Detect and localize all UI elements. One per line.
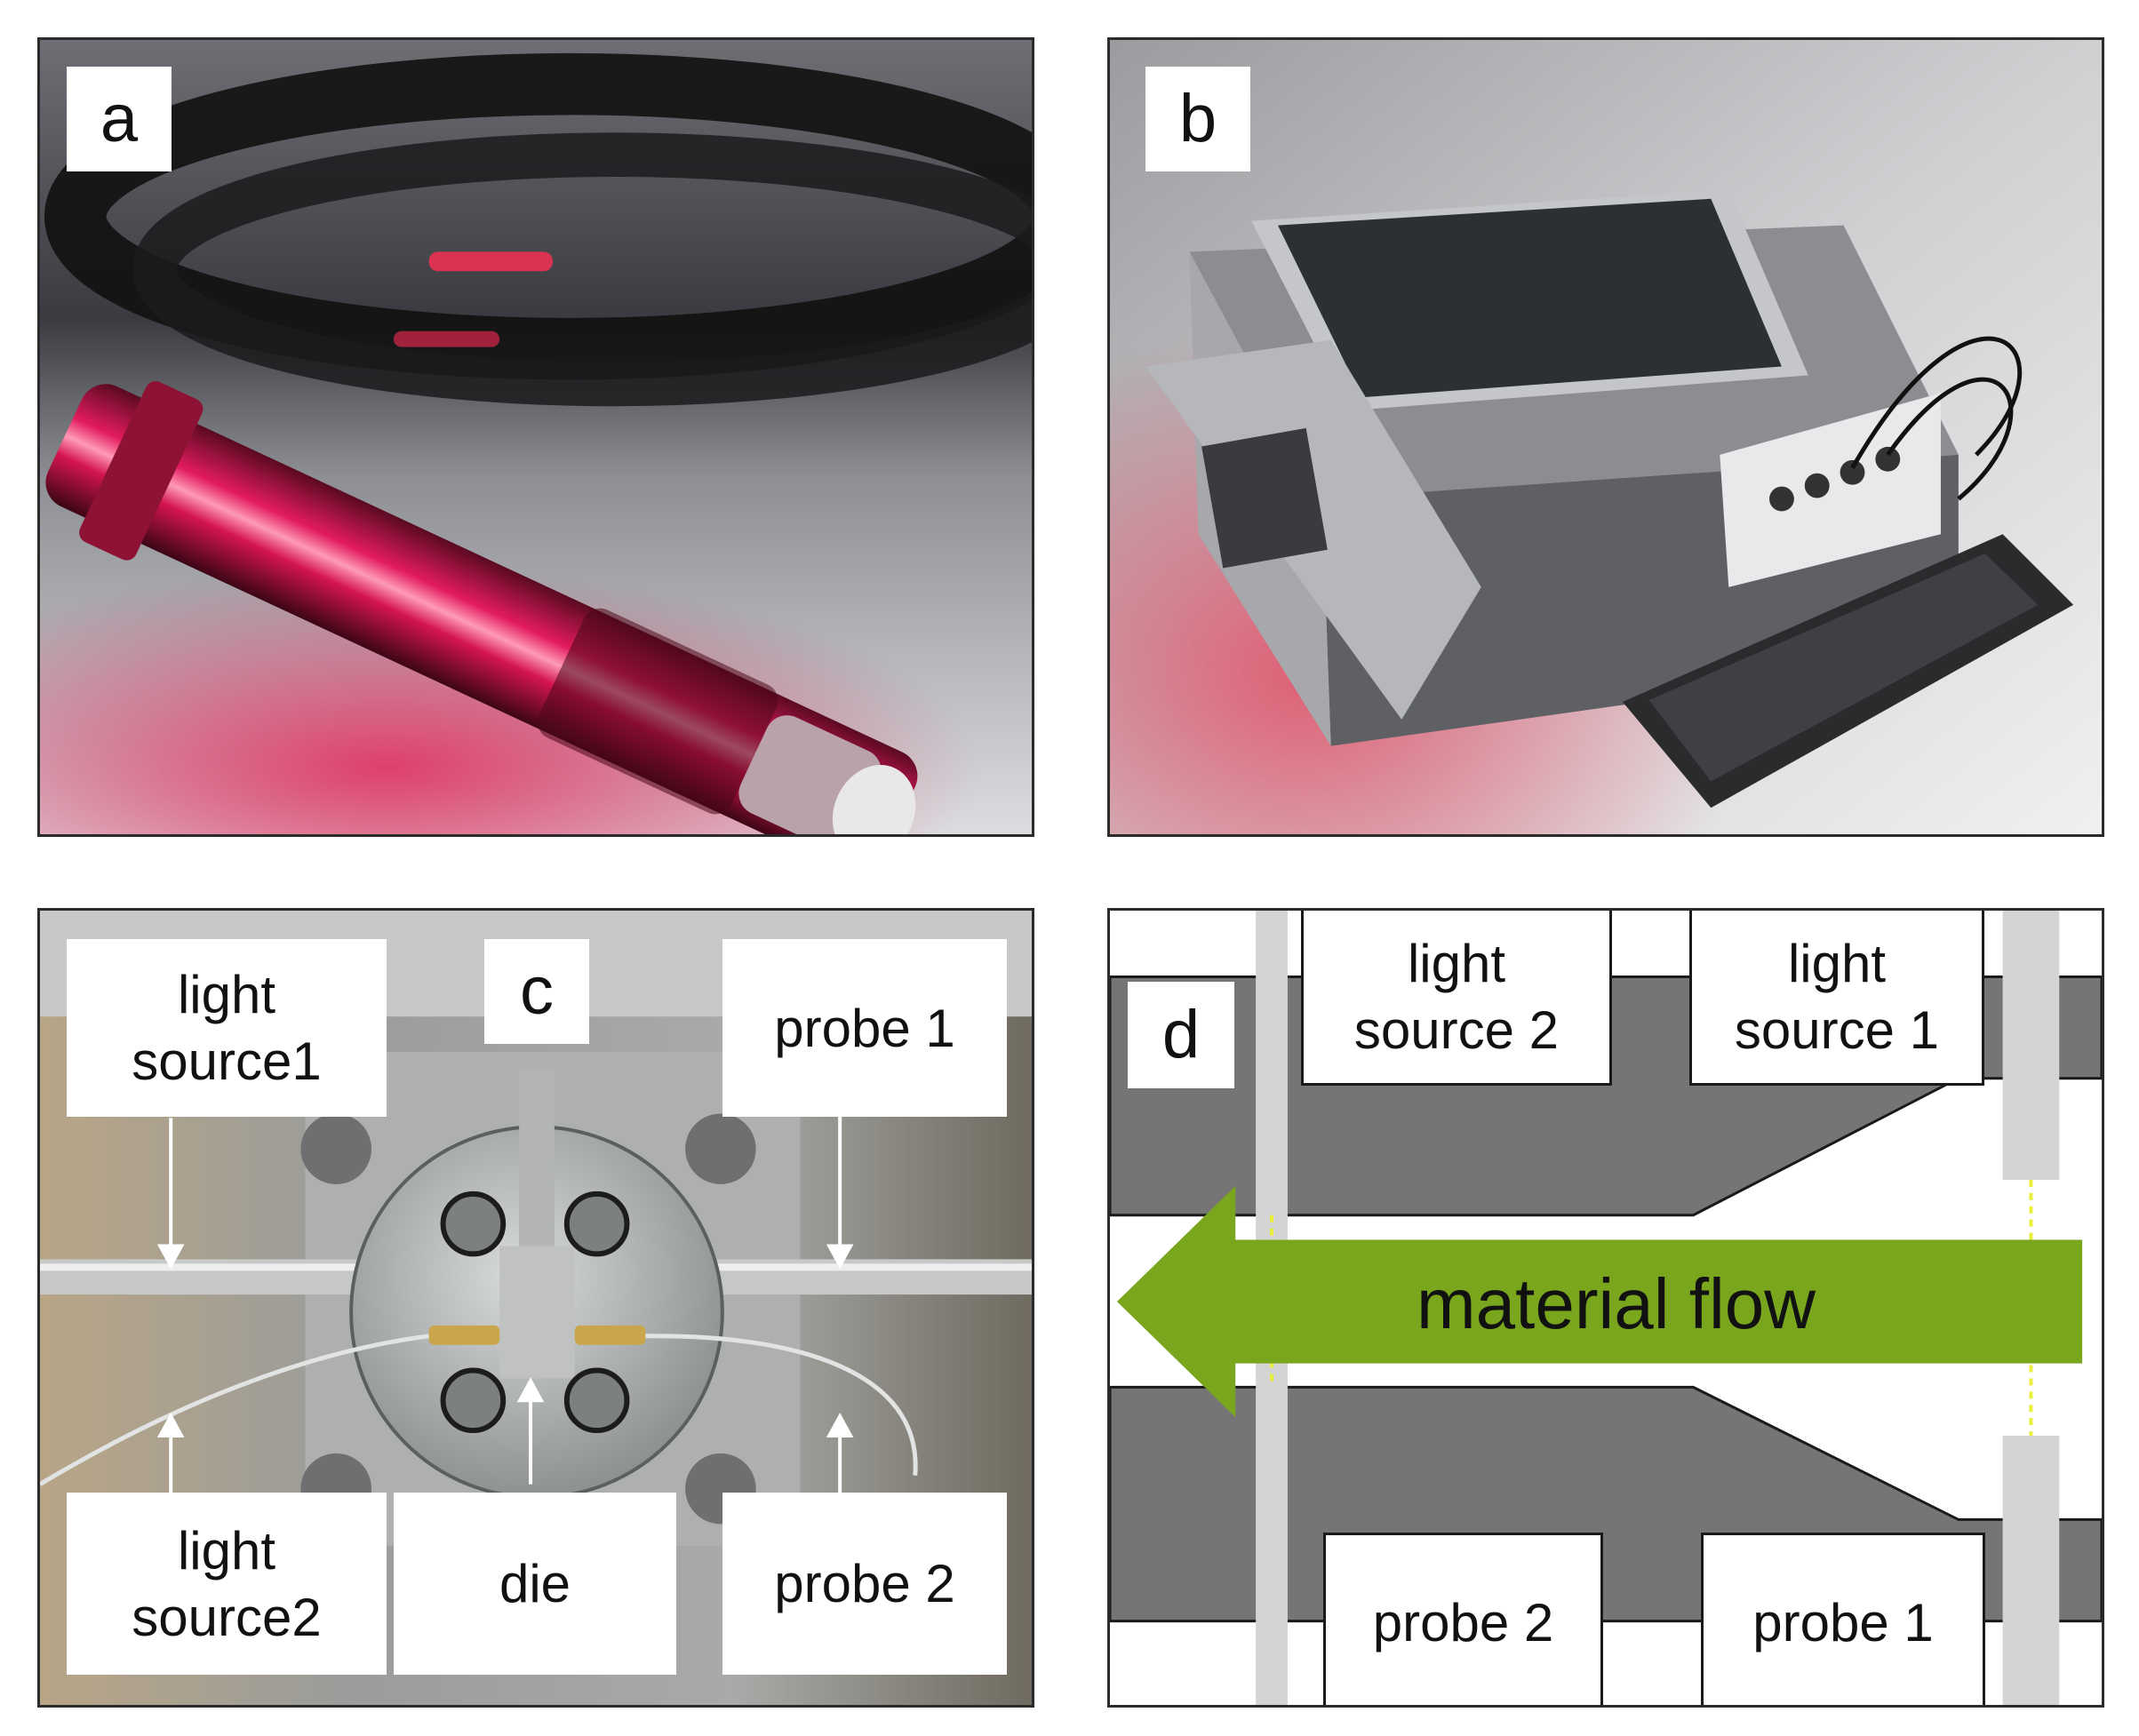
material-flow-arrow xyxy=(1116,1185,2083,1418)
label-light-source-1: light source 1 xyxy=(1689,911,1984,1086)
label-line: source2 xyxy=(132,1587,322,1647)
spectrometer-photo xyxy=(1110,40,2102,834)
label-line: probe 2 xyxy=(1372,1593,1554,1652)
panel-b-letter: b xyxy=(1145,67,1250,171)
label-line: light xyxy=(177,1520,276,1581)
probe-1-lower xyxy=(2002,1436,2060,1705)
panel-b-spectrometer-photo: b xyxy=(1107,37,2104,837)
panel-a-letter: a xyxy=(67,67,172,171)
label-line: light xyxy=(1787,934,1887,993)
panel-d-schematic: d light source 2 light source 1 material… xyxy=(1107,908,2104,1708)
probe-1-upper xyxy=(2002,911,2060,1180)
label-line: light xyxy=(1407,934,1506,993)
label-line: probe 1 xyxy=(1752,1593,1934,1652)
label-light-source-2: light source 2 xyxy=(1301,911,1612,1086)
panel-a-probe-photo: a xyxy=(37,37,1034,837)
label-line: die xyxy=(499,1554,571,1613)
label-probe-1: probe 1 xyxy=(722,939,1007,1117)
panel-c-letter: c xyxy=(484,939,589,1044)
panel-d-letter: d xyxy=(1128,982,1234,1088)
label-probe-2: probe 2 xyxy=(722,1493,1007,1675)
label-line: source1 xyxy=(132,1031,322,1091)
label-line: light xyxy=(177,965,276,1024)
panel-c-die-photo: c light source1 probe 1 light source2 di… xyxy=(37,908,1034,1708)
label-probe-2: probe 2 xyxy=(1323,1533,1603,1705)
label-line: source 1 xyxy=(1734,1000,1940,1060)
material-flow-label: material flow xyxy=(1417,1264,1816,1343)
label-probe-1: probe 1 xyxy=(1701,1533,1985,1705)
label-light-source2: light source2 xyxy=(67,1493,387,1675)
label-line: probe 1 xyxy=(774,998,955,1058)
label-line: probe 2 xyxy=(774,1554,955,1613)
label-die: die xyxy=(394,1493,676,1675)
label-light-source1: light source1 xyxy=(67,939,387,1117)
label-line: source 2 xyxy=(1353,1000,1560,1060)
probe-photo xyxy=(40,40,1032,834)
